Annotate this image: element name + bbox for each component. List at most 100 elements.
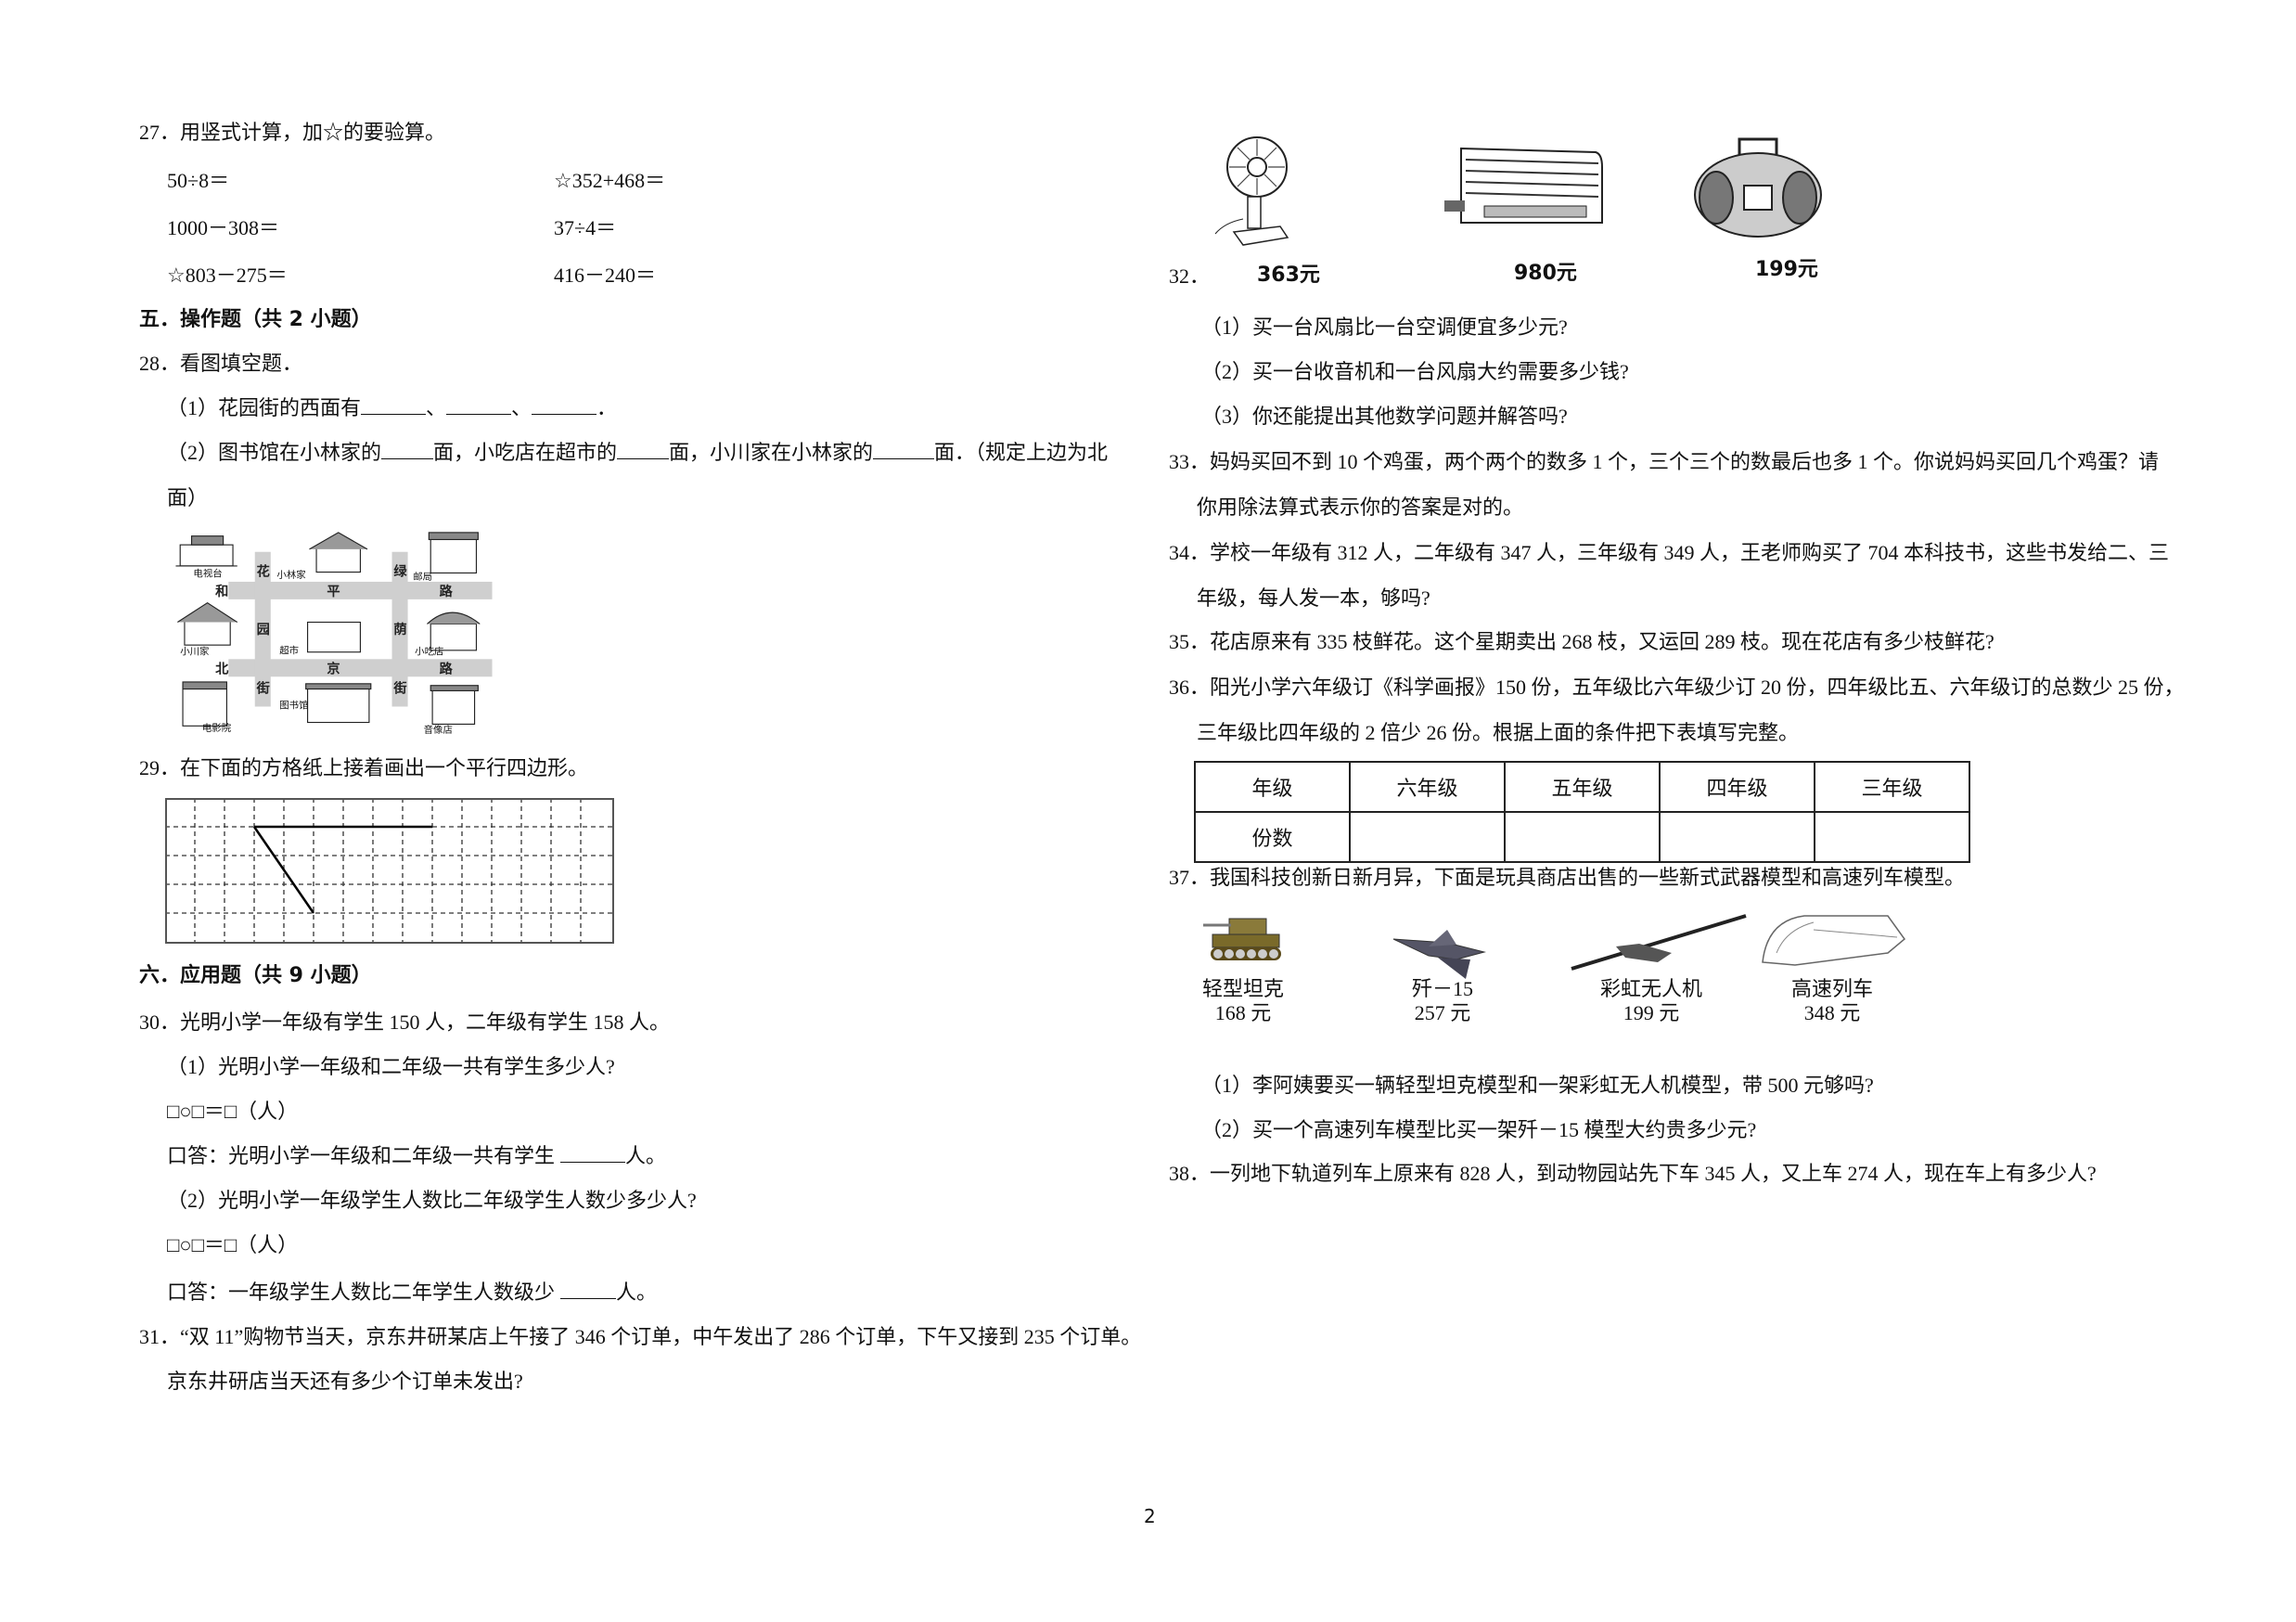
table-header-cell: 年级 xyxy=(1194,761,1351,813)
page-number: 2 xyxy=(1144,1505,1156,1527)
drone-image xyxy=(1571,914,1747,971)
road-char: 园 xyxy=(257,622,270,637)
separator: 、 xyxy=(511,396,532,419)
tank-caption: 轻型坦克 168 元 xyxy=(1197,977,1289,1025)
q28-part2: （2）图书馆在小林家的面，小吃店在超市的面，小川家在小林家的面．（规定上边为北 xyxy=(167,440,1108,466)
road-char: 京 xyxy=(327,660,340,676)
table-header-cell: 三年级 xyxy=(1814,761,1970,813)
high-speed-train-name: 高速列车 xyxy=(1790,977,1873,1000)
table-header-cell: 六年级 xyxy=(1349,761,1506,813)
table-cell-input[interactable] xyxy=(1349,811,1506,863)
radio-image xyxy=(1694,137,1822,238)
q34-line-1: 34．学校一年级有 312 人，二年级有 347 人，三年级有 349 人，王老… xyxy=(1169,541,2170,564)
grid-paper[interactable] xyxy=(165,798,616,946)
road-char: 绿 xyxy=(393,562,407,579)
section-5-heading: 五．操作题（共 2 小题） xyxy=(139,308,372,331)
q27-expr-3: 1000－308＝ xyxy=(167,216,280,239)
place-label: 图书馆 xyxy=(279,699,308,711)
q32-number: 32． xyxy=(1169,264,1211,288)
place-label: 电影院 xyxy=(202,722,232,734)
road-char: 平 xyxy=(327,584,340,599)
q28-title: 28．看图填空题． xyxy=(139,352,303,375)
answer-suffix: 人。 xyxy=(625,1144,667,1167)
answer-blank[interactable] xyxy=(560,1143,626,1163)
q27-expr-5: ☆803－275＝ xyxy=(167,264,288,287)
answer-blank[interactable] xyxy=(617,440,670,459)
drone-price: 199 元 xyxy=(1623,1001,1680,1024)
q29-title: 29．在下面的方格纸上接着画出一个平行四边形。 xyxy=(139,756,589,779)
q27-expr-4: 37÷4＝ xyxy=(554,216,617,239)
table-header-cell: 五年级 xyxy=(1504,761,1661,813)
place-label: 小川家 xyxy=(180,646,210,658)
tank-image xyxy=(1203,918,1281,960)
q35-line-1: 35．花店原来有 335 枝鲜花。这个星期卖出 268 枝，又运回 289 枝。… xyxy=(1169,630,1995,653)
answer-blank[interactable] xyxy=(532,395,597,415)
separator: 、 xyxy=(426,396,447,419)
fighter-jet-name: 歼－15 xyxy=(1411,977,1473,1000)
place-label: 小吃店 xyxy=(415,646,443,658)
road-char: 路 xyxy=(440,660,454,676)
q31-line-2: 京东井研店当天还有多少个订单未发出? xyxy=(167,1370,523,1393)
place-label: 音像店 xyxy=(424,724,453,736)
fan-price: 363元 xyxy=(1257,264,1320,287)
road-char: 街 xyxy=(392,679,406,696)
q34-line-2: 年级，每人发一本，够吗? xyxy=(1197,586,1430,610)
answer-blank[interactable] xyxy=(560,1280,617,1299)
answer-suffix: 人。 xyxy=(616,1281,658,1304)
high-speed-train-image xyxy=(1762,915,1906,966)
q30-answer-1: 口答：光明小学一年级和二年级一共有学生 人。 xyxy=(167,1143,666,1169)
q30-title: 30．光明小学一年级有学生 150 人，二年级有学生 158 人。 xyxy=(139,1011,671,1034)
high-speed-train-caption: 高速列车 348 元 xyxy=(1781,977,1883,1025)
fighter-jet-price: 257 元 xyxy=(1414,1001,1471,1024)
fan-image xyxy=(1214,136,1289,246)
q30-part2: （2）光明小学一年级学生人数比二年级学生人数少多少人? xyxy=(167,1189,697,1212)
grade-table: 年级 六年级 五年级 四年级 三年级 份数 xyxy=(1194,761,1970,863)
fighter-jet-caption: 歼－15 257 元 xyxy=(1396,977,1489,1025)
section-6-heading: 六．应用题（共 9 小题） xyxy=(139,964,372,987)
high-speed-train-price: 348 元 xyxy=(1803,1001,1861,1024)
q31-line-1: 31．“双 11”购物节当天，京东井研某店上午接了 346 个订单，中午发出了 … xyxy=(139,1325,1142,1348)
road-char: 花 xyxy=(257,562,270,579)
q27-expr-6: 416－240＝ xyxy=(554,264,657,287)
air-conditioner-price: 980元 xyxy=(1514,262,1577,285)
q33-line-1: 33．妈妈买回不到 10 个鸡蛋，两个两个的数多 1 个，三个三个的数最后也多 … xyxy=(1169,450,2160,473)
q27-expr-2: ☆352+468＝ xyxy=(554,169,666,192)
table-cell-input[interactable] xyxy=(1814,811,1970,863)
place-label: 邮局 xyxy=(413,571,432,583)
road-char: 荫 xyxy=(393,621,406,637)
drone-caption: 彩虹无人机 199 元 xyxy=(1591,977,1712,1025)
table-cell-input[interactable] xyxy=(1659,811,1815,863)
q28-part1: （1）花园街的西面有 、 、 ． xyxy=(167,395,617,421)
q36-line-2: 三年级比四年级的 2 倍少 26 份。根据上面的条件把下表填写完整。 xyxy=(1197,721,1800,744)
air-conditioner-image xyxy=(1444,147,1603,224)
q30-equation-2[interactable]: □○□＝□（人） xyxy=(167,1233,299,1256)
q33-line-2: 你用除法算式表示你的答案是对的。 xyxy=(1197,496,1524,519)
q32-part1: （1）买一台风扇比一台空调便宜多少元? xyxy=(1201,315,1568,339)
q32-part3: （3）你还能提出其他数学问题并解答吗? xyxy=(1201,405,1568,428)
street-map-image: 和 平 路 北 京 路 花 园 街 绿 荫 街 电视台 小林家 邮局 小川家 超… xyxy=(175,532,493,736)
answer-blank[interactable] xyxy=(381,440,434,459)
answer-blank[interactable] xyxy=(446,395,512,415)
table-cell-input[interactable] xyxy=(1504,811,1661,863)
q30-part1: （1）光明小学一年级和二年级一共有学生多少人? xyxy=(167,1055,615,1078)
q38-line-1: 38．一列地下轨道列车上原来有 828 人，到动物园站先下车 345 人，又上车… xyxy=(1169,1162,2097,1185)
q28-p2-text-d: 面．（规定上边为北 xyxy=(934,441,1109,464)
q28-p1-text: （1）花园街的西面有 xyxy=(167,396,362,419)
table-header-row: 年级 六年级 五年级 四年级 三年级 xyxy=(1194,761,1970,813)
place-label: 电视台 xyxy=(193,567,222,579)
radio-price: 199元 xyxy=(1755,258,1818,281)
road-char: 北 xyxy=(215,661,229,676)
q28-part2-wrap: 面） xyxy=(167,486,209,509)
period: ． xyxy=(596,396,618,419)
answer-prefix: 口答：一年级学生人数比二年学生人数级少 xyxy=(167,1281,556,1304)
answer-blank[interactable] xyxy=(361,395,427,415)
q28-p2-text-a: （2）图书馆在小林家的 xyxy=(167,441,382,464)
answer-blank[interactable] xyxy=(873,440,935,459)
q36-line-1: 36．阳光小学六年级订《科学画报》150 份，五年级比六年级少订 20 份，四年… xyxy=(1169,676,2185,699)
q30-equation-1[interactable]: □○□＝□（人） xyxy=(167,1100,299,1123)
table-row-label: 份数 xyxy=(1194,811,1351,863)
road-char: 和 xyxy=(215,584,228,599)
answer-prefix: 口答：光明小学一年级和二年级一共有学生 xyxy=(167,1144,556,1167)
q27-title: 27．用竖式计算，加☆的要验算。 xyxy=(139,121,446,144)
tank-name: 轻型坦克 xyxy=(1201,977,1284,1000)
